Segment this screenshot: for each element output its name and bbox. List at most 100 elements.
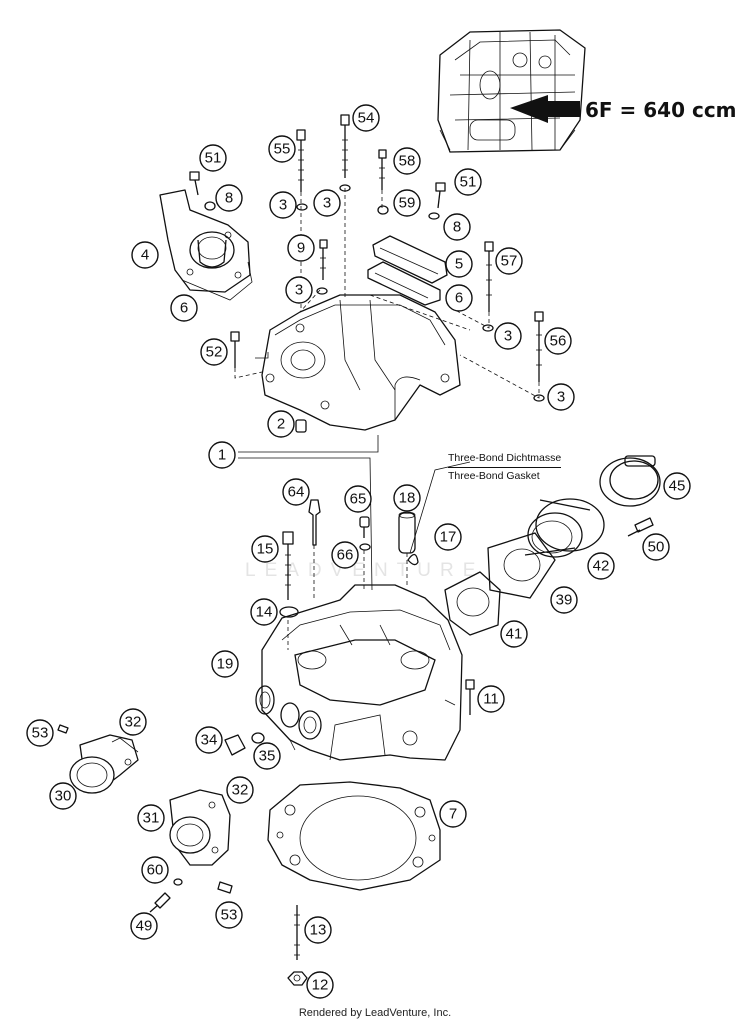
svg-text:8: 8 — [453, 219, 461, 236]
svg-text:6: 6 — [180, 300, 188, 317]
svg-text:41: 41 — [506, 626, 523, 643]
svg-text:39: 39 — [556, 592, 573, 609]
callout-56: 56 — [544, 327, 572, 355]
callout-64: 64 — [282, 478, 310, 506]
callout-32: 32 — [226, 776, 254, 804]
callout-11: 11 — [477, 685, 505, 713]
svg-text:45: 45 — [669, 478, 686, 495]
callout-57: 57 — [495, 247, 523, 275]
svg-text:17: 17 — [440, 529, 457, 546]
svg-text:11: 11 — [483, 691, 499, 708]
svg-text:66: 66 — [337, 547, 354, 564]
svg-text:52: 52 — [206, 344, 223, 361]
svg-text:32: 32 — [125, 714, 142, 731]
svg-text:1: 1 — [218, 447, 226, 464]
callout-32: 32 — [119, 708, 147, 736]
svg-text:13: 13 — [310, 922, 327, 939]
callout-6: 6 — [445, 284, 473, 312]
svg-text:3: 3 — [279, 197, 287, 214]
bolts-top — [189, 114, 544, 382]
footer-credit: Rendered by LeadVenture, Inc. — [298, 1007, 452, 1019]
svg-text:3: 3 — [295, 282, 303, 299]
callout-58: 58 — [393, 147, 421, 175]
callout-1: 1 — [208, 441, 236, 469]
callout-19: 19 — [211, 650, 239, 678]
small-fasteners-lower-left — [149, 878, 233, 913]
svg-text:9: 9 — [297, 240, 305, 257]
svg-text:64: 64 — [288, 484, 305, 501]
callout-13: 13 — [304, 916, 332, 944]
callout-50: 50 — [642, 533, 670, 561]
svg-text:31: 31 — [143, 810, 160, 827]
svg-text:54: 54 — [358, 110, 375, 127]
callout-65: 65 — [344, 485, 372, 513]
svg-text:57: 57 — [501, 253, 518, 270]
svg-text:59: 59 — [399, 195, 416, 212]
callout-34: 34 — [195, 726, 223, 754]
callout-8: 8 — [215, 184, 243, 212]
svg-text:42: 42 — [593, 558, 610, 575]
svg-text:51: 51 — [205, 150, 222, 167]
svg-text:3: 3 — [504, 328, 512, 345]
svg-text:8: 8 — [225, 190, 233, 207]
callout-53: 53 — [26, 719, 54, 747]
svg-text:65: 65 — [350, 491, 367, 508]
gasket-note: Three-Bond Dichtmasse Three-Bond Gasket — [448, 450, 562, 484]
callout-30: 30 — [49, 782, 77, 810]
svg-text:49: 49 — [136, 918, 153, 935]
callout-49: 49 — [130, 912, 158, 940]
callout-3: 3 — [269, 191, 297, 219]
svg-text:3: 3 — [323, 195, 331, 212]
svg-text:32: 32 — [232, 782, 249, 799]
assembly-lines-top — [234, 188, 540, 399]
callout-35: 35 — [253, 742, 281, 770]
svg-text:60: 60 — [147, 862, 164, 879]
callout-18: 18 — [393, 484, 421, 512]
callout-51: 51 — [454, 168, 482, 196]
callout-51: 51 — [199, 144, 227, 172]
callout-17: 17 — [434, 523, 462, 551]
engine-capacity-label: 6F = 640 ccm — [585, 98, 737, 122]
callout-41: 41 — [500, 620, 528, 648]
callout-7: 7 — [439, 800, 467, 828]
svg-text:5: 5 — [455, 256, 463, 273]
cylinder-head-cover — [255, 294, 461, 431]
callout-3: 3 — [547, 383, 575, 411]
svg-text:19: 19 — [217, 656, 234, 673]
bolt-11 — [465, 679, 475, 715]
svg-text:6: 6 — [455, 290, 463, 307]
callout-8: 8 — [443, 213, 471, 241]
leader-lines-1 — [238, 435, 471, 591]
callout-3: 3 — [285, 276, 313, 304]
callout-3: 3 — [313, 189, 341, 217]
gasket-note-line2: Three-Bond Gasket — [448, 470, 540, 482]
thermostat-housing — [159, 189, 253, 301]
callout-53: 53 — [215, 901, 243, 929]
svg-text:12: 12 — [312, 977, 329, 994]
svg-text:53: 53 — [221, 907, 238, 924]
exhaust-flange-parts — [444, 455, 661, 636]
cylinder-head-gasket — [267, 781, 441, 891]
svg-text:53: 53 — [32, 725, 49, 742]
plug-34-35 — [224, 732, 265, 756]
callout-54: 54 — [352, 104, 380, 132]
intake-manifold-upper — [57, 724, 139, 794]
callout-31: 31 — [137, 804, 165, 832]
gasket-note-line1: Three-Bond Dichtmasse — [448, 450, 562, 468]
callout-9: 9 — [287, 234, 315, 262]
svg-text:55: 55 — [274, 141, 291, 158]
callout-66: 66 — [331, 541, 359, 569]
svg-text:2: 2 — [277, 416, 285, 433]
svg-text:3: 3 — [557, 389, 565, 406]
intake-manifold-lower — [169, 789, 231, 866]
svg-text:15: 15 — [257, 541, 274, 558]
callout-39: 39 — [550, 586, 578, 614]
valve-parts — [279, 499, 419, 650]
svg-text:58: 58 — [399, 153, 416, 170]
engine-pointer-arrow — [510, 95, 580, 123]
callout-4: 4 — [131, 241, 159, 269]
cylinder-head — [255, 584, 463, 761]
callout-6: 6 — [170, 294, 198, 322]
engine-reference-image — [437, 29, 586, 153]
